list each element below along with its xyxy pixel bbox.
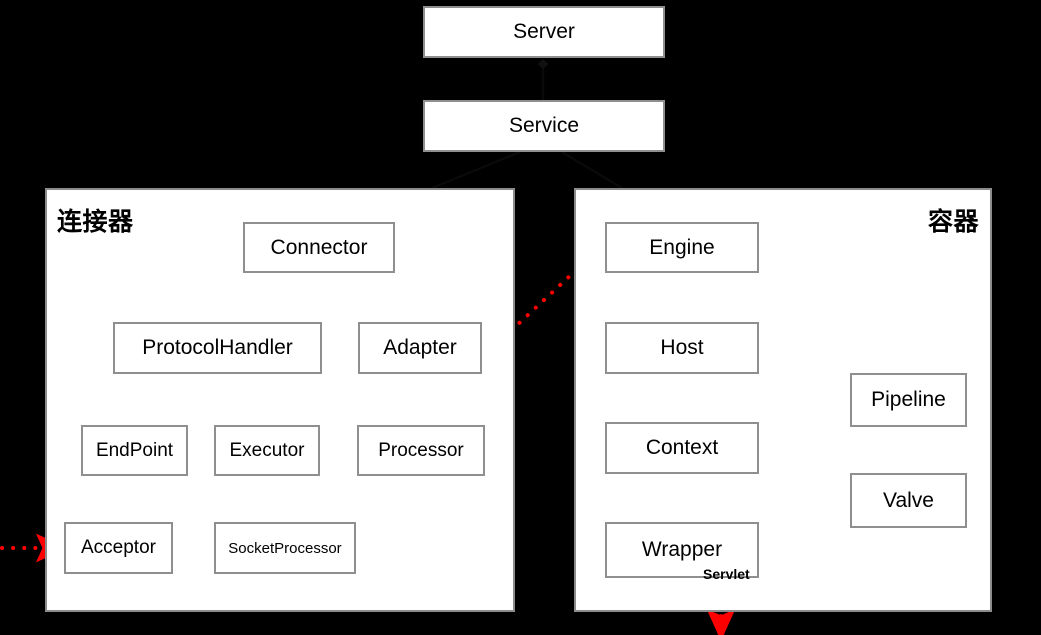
servlet-label: Servlet [703,566,750,582]
node-label-pipeline: Pipeline [871,388,946,411]
node-label-socket-processor: SocketProcessor [228,539,342,557]
panel-label-container: 容器 [928,208,980,236]
node-label-adapter: Adapter [383,336,457,359]
node-processor[interactable]: Processor [357,425,485,476]
node-label-connector: Connector [270,235,368,259]
node-label-engine: Engine [649,235,715,259]
node-valve[interactable]: Valve [850,473,967,528]
node-adapter[interactable]: Adapter [358,322,482,374]
node-pipeline[interactable]: Pipeline [850,373,967,427]
edge-service-to-engine [561,151,623,189]
node-context[interactable]: Context [605,422,759,474]
node-socket-processor[interactable]: SocketProcessor [214,522,356,574]
node-label-processor: Processor [378,439,464,461]
edge-service-to-connector [431,150,521,190]
node-label-executor: Executor [229,439,305,461]
node-label-acceptor: Acceptor [81,537,156,558]
node-label-endpoint: EndPoint [95,439,174,461]
node-acceptor[interactable]: Acceptor [64,522,173,574]
node-label-service: Service [508,114,580,137]
node-host[interactable]: Host [605,322,759,374]
panel-label-connector: 连接器 [57,208,134,236]
node-executor[interactable]: Executor [214,425,320,476]
node-protocol-handler[interactable]: ProtocolHandler [113,322,322,374]
node-label-valve: Valve [883,488,934,512]
node-engine[interactable]: Engine [605,222,759,273]
node-label-context: Context [645,436,719,459]
node-label-host: Host [660,336,704,359]
node-endpoint[interactable]: EndPoint [81,425,188,476]
node-connector[interactable]: Connector [243,222,395,273]
node-label-server: Server [513,20,575,43]
node-service[interactable]: Service [423,100,665,152]
node-label-protocol-handler: ProtocolHandler [142,336,293,359]
node-server[interactable]: Server [423,6,665,58]
node-label-wrapper: Wrapper [641,538,723,561]
